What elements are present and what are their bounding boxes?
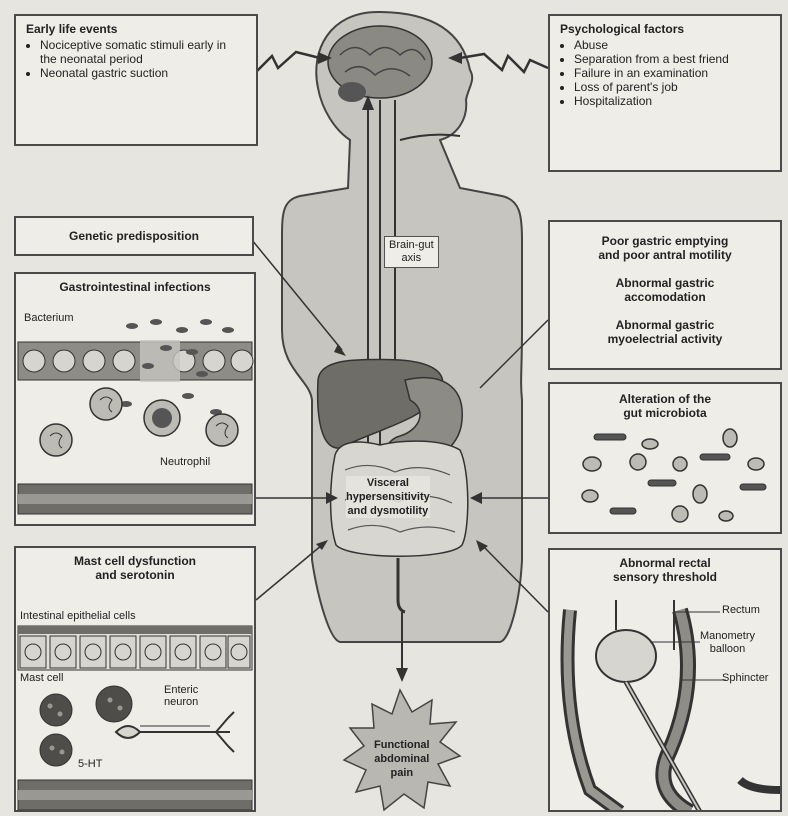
- early-life-box: Early life events Nociceptive somatic st…: [14, 14, 258, 146]
- accom-line2: accomodation: [558, 290, 772, 304]
- gi-infections-title: Gastrointestinal infections: [16, 280, 254, 294]
- rectal-title: Abnormal rectal sensory threshold: [550, 556, 780, 584]
- visceral-label: Visceral hypersensitivity and dysmotilit…: [346, 476, 430, 518]
- mast-cell-label: Mast cell: [20, 672, 63, 684]
- early-life-title: Early life events: [26, 22, 246, 36]
- psychological-item: Abuse: [574, 38, 770, 52]
- enteric-line1: Enteric: [164, 684, 198, 696]
- bacterium-label: Bacterium: [24, 312, 74, 324]
- genetic-box: Genetic predisposition: [14, 216, 254, 256]
- genetic-title: Genetic predisposition: [16, 229, 252, 243]
- microbiota-illustration: [550, 424, 780, 534]
- psychological-item: Hospitalization: [574, 94, 770, 108]
- early-life-item: Nociceptive somatic stimuli early in the…: [40, 38, 246, 66]
- myo-line1: Abnormal gastric: [558, 318, 772, 332]
- microbiota-line1: Alteration of the: [550, 392, 780, 406]
- manometry-line2: balloon: [700, 643, 755, 656]
- rectum-label: Rectum: [722, 604, 760, 616]
- outcome-line3: pain: [374, 766, 430, 780]
- manometry-balloon: [596, 630, 656, 682]
- early-life-list: Nociceptive somatic stimuli early in the…: [26, 38, 246, 80]
- early-life-item: Neonatal gastric suction: [40, 66, 246, 80]
- visceral-line1: Visceral: [346, 476, 430, 490]
- psychological-item: Failure in an examination: [574, 66, 770, 80]
- epithelial-label: Intestinal epithelial cells: [20, 610, 136, 622]
- mast-cell-title: Mast cell dysfunction and serotonin: [16, 554, 254, 582]
- sphincter-label: Sphincter: [722, 672, 768, 684]
- axis-line2: axis: [389, 252, 434, 265]
- neutrophil-label: Neutrophil: [160, 456, 210, 468]
- enteric-neuron-label: Enteric neuron: [164, 684, 198, 708]
- rectal-box: Abnormal rectal sensory threshold Rectum…: [548, 548, 782, 812]
- visceral-line3: and dysmotility: [346, 504, 430, 518]
- manometry-line1: Manometry: [700, 630, 755, 643]
- psychological-item: Loss of parent's job: [574, 80, 770, 94]
- microbiota-box: Alteration of the gut microbiota: [548, 382, 782, 534]
- mast-title-line1: Mast cell dysfunction: [16, 554, 254, 568]
- outcome-label: Functional abdominal pain: [374, 738, 430, 780]
- mast-cell-box: Mast cell dysfunction and serotonin: [14, 546, 256, 812]
- gastric-box: Poor gastric emptying and poor antral mo…: [548, 220, 782, 370]
- psychological-box: Psychological factors Abuse Separation f…: [548, 14, 782, 172]
- myo-line2: myoelectrial activity: [558, 332, 772, 346]
- mast-cell-illustration: [16, 592, 254, 812]
- mast-title-line2: and serotonin: [16, 568, 254, 582]
- gi-infections-illustration: [16, 300, 254, 524]
- enteric-line2: neuron: [164, 696, 198, 708]
- rectal-line1: Abnormal rectal: [550, 556, 780, 570]
- rectal-line2: sensory threshold: [550, 570, 780, 584]
- accom-line1: Abnormal gastric: [558, 276, 772, 290]
- brain-gut-axis-label: Brain-gut axis: [384, 236, 439, 268]
- visceral-line2: hypersensitivity: [346, 490, 430, 504]
- microbiota-line2: gut microbiota: [550, 406, 780, 420]
- psychological-list: Abuse Separation from a best friend Fail…: [560, 38, 770, 108]
- axis-line1: Brain-gut: [389, 239, 434, 252]
- gastric-line1: Poor gastric emptying: [558, 234, 772, 248]
- rectal-illustration: [550, 590, 780, 812]
- psychological-item: Separation from a best friend: [574, 52, 770, 66]
- manometry-label: Manometry balloon: [700, 630, 755, 656]
- psychological-title: Psychological factors: [560, 22, 770, 36]
- microbiota-title: Alteration of the gut microbiota: [550, 392, 780, 420]
- outcome-line2: abdominal: [374, 752, 430, 766]
- gastric-line2: and poor antral motility: [558, 248, 772, 262]
- serotonin-label: 5-HT: [78, 758, 102, 770]
- outcome-line1: Functional: [374, 738, 430, 752]
- gi-infections-box: Gastrointestinal infections Bacterium Ne…: [14, 272, 256, 526]
